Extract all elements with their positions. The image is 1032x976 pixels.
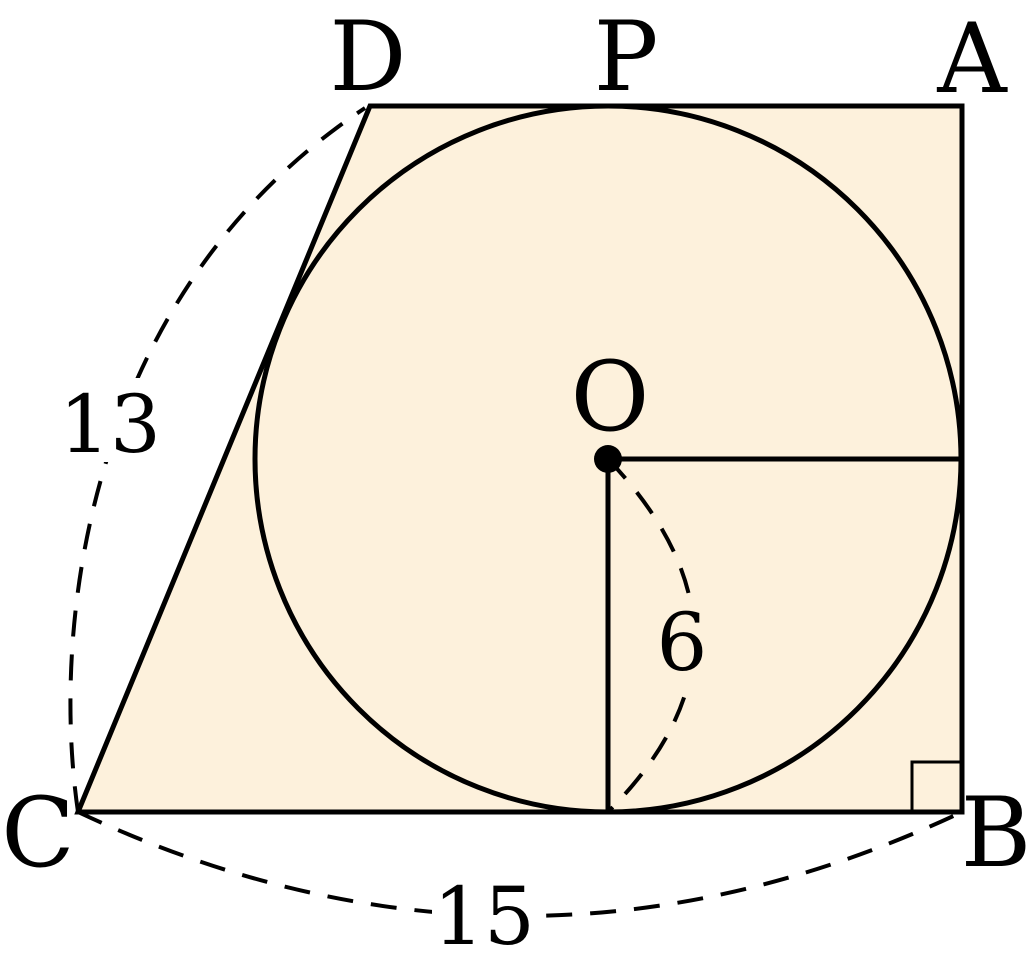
label-bg-13 [62, 378, 162, 462]
label-point-o: O [571, 341, 650, 453]
label-point-c: C [1, 777, 74, 889]
label-point-p: P [594, 1, 659, 113]
label-length-cd: 13 [59, 378, 161, 471]
trapezoid-abcd [74, 103, 965, 815]
label-point-b: B [961, 777, 1032, 889]
label-point-d: D [330, 1, 407, 113]
label-point-a: A [936, 3, 1008, 115]
label-length-cb: 15 [433, 870, 535, 963]
right-angle-marker-b [910, 760, 962, 812]
label-bg-15 [432, 872, 536, 954]
label-bg-6 [652, 600, 712, 684]
label-length-radius: 6 [657, 596, 708, 689]
dimension-arc-radius [606, 457, 696, 814]
